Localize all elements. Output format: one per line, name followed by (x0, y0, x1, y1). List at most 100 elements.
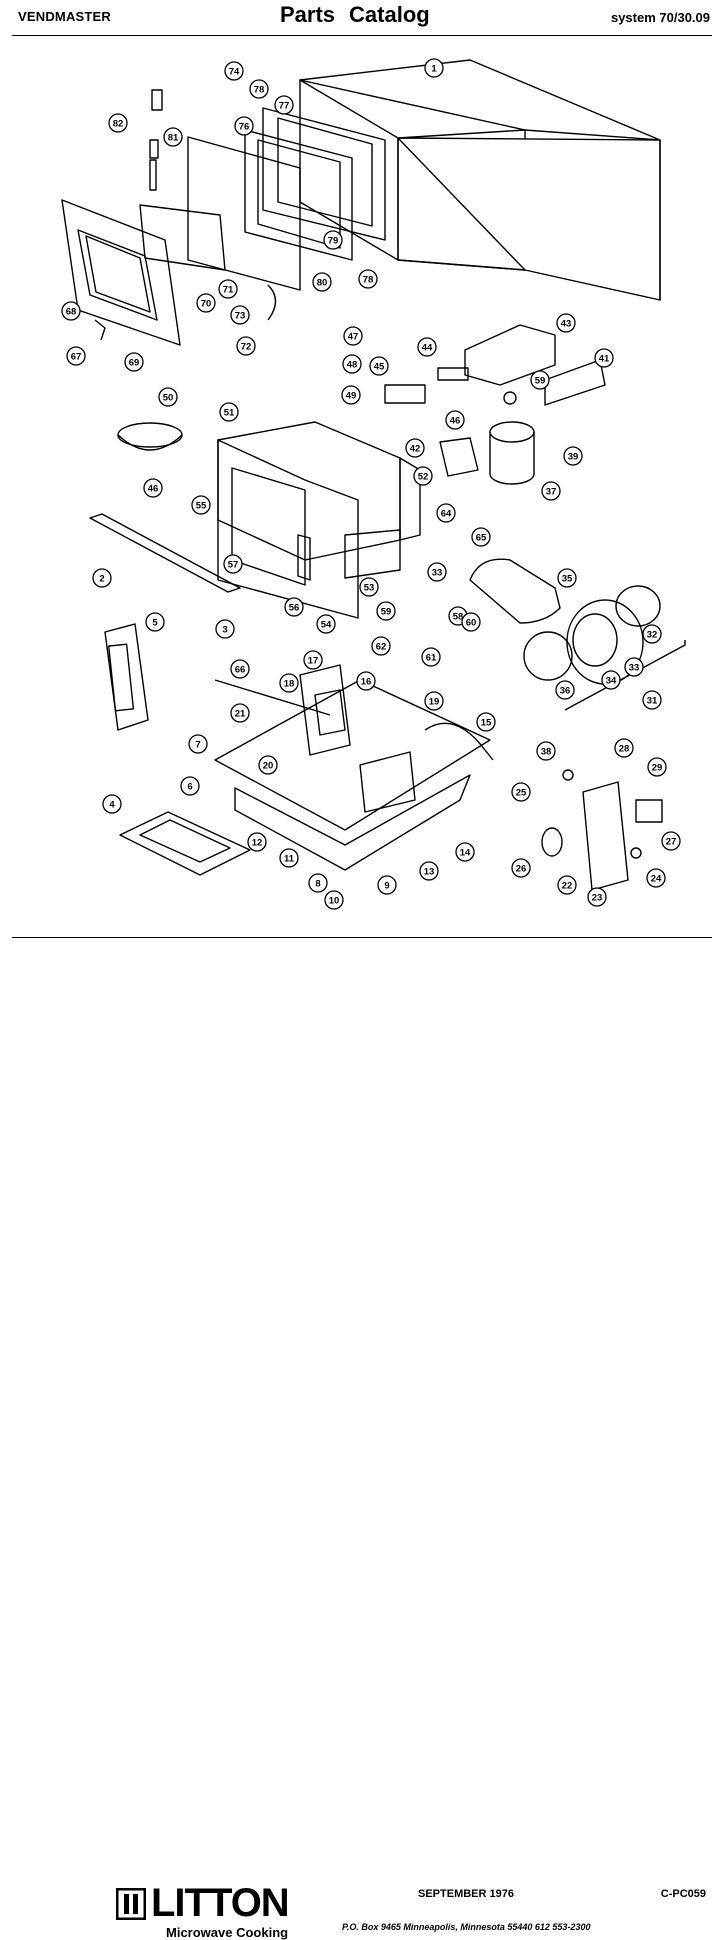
callout-number: 44 (422, 343, 433, 354)
callout-number: 25 (516, 788, 527, 799)
callout-68: 68 (61, 301, 81, 321)
callout-53: 53 (359, 577, 379, 597)
callout-circle (230, 305, 250, 325)
callout-circle (341, 385, 361, 405)
footer-rule (12, 937, 712, 938)
callout-number: 11 (284, 854, 295, 865)
callout-circle (421, 647, 441, 667)
blower-assembly-drawing (469, 558, 686, 711)
callout-38: 38 (536, 741, 556, 761)
callout-number: 21 (235, 709, 246, 720)
callout-42: 42 (405, 438, 425, 458)
callout-number: 55 (196, 501, 207, 512)
callout-circle (258, 755, 278, 775)
callout-43: 43 (556, 313, 576, 333)
title-word-catalog: Catalog (349, 2, 430, 27)
logo-wordmark: LITTON (151, 1881, 290, 1925)
title-word-parts: Parts (280, 2, 336, 27)
callout-25: 25 (511, 782, 531, 802)
callout-number: 51 (224, 408, 235, 419)
callout-circle (614, 738, 634, 758)
callout-circle (92, 568, 112, 588)
callout-circle (224, 61, 244, 81)
callout-number: 39 (568, 452, 579, 463)
callout-number: 67 (71, 352, 82, 363)
control-panel-drawing (104, 623, 149, 731)
callout-number: 82 (113, 119, 124, 130)
callout-11: 11 (279, 848, 299, 868)
callout-number: 4 (109, 800, 115, 811)
callout-circle (661, 831, 681, 851)
callout-circle (316, 614, 336, 634)
callout-number: 50 (163, 393, 174, 404)
callout-circle (587, 887, 607, 907)
callout-circle (303, 650, 323, 670)
callout-22: 22 (557, 875, 577, 895)
callout-73: 73 (230, 305, 250, 325)
callout-circle (511, 782, 531, 802)
callout-number: 5 (152, 618, 158, 629)
callout-circle (188, 734, 208, 754)
callout-circle (436, 503, 456, 523)
callout-number: 42 (410, 444, 421, 455)
callout-number: 17 (308, 656, 319, 667)
callout-number: 77 (279, 101, 290, 112)
callout-number: 16 (361, 677, 372, 688)
callout-number: 76 (239, 122, 250, 133)
callout-71: 71 (218, 279, 238, 299)
callout-circle (284, 597, 304, 617)
blower-motor-drawing (439, 421, 535, 485)
callout-number: 66 (235, 665, 246, 676)
callout-number: 8 (315, 879, 320, 890)
callout-31: 31 (642, 690, 662, 710)
callout-24: 24 (646, 868, 666, 888)
callout-number: 19 (429, 697, 440, 708)
callout-15: 15 (476, 712, 496, 732)
callout-47: 47 (343, 326, 363, 346)
callout-number: 62 (376, 642, 387, 653)
callout-number: 43 (561, 319, 572, 330)
callout-number: 65 (476, 533, 487, 544)
callout-5: 5 (145, 612, 165, 632)
system-number: system 70/30.09 (610, 10, 710, 25)
callout-39: 39 (563, 446, 583, 466)
callout-circle (61, 301, 81, 321)
callout-3: 3 (215, 619, 235, 639)
callout-circle (359, 577, 379, 597)
callout-number: 1 (431, 64, 437, 75)
callout-21: 21 (230, 703, 250, 723)
callout-72: 72 (236, 336, 256, 356)
callout-37: 37 (541, 481, 561, 501)
callout-circle (557, 568, 577, 588)
terminal-board-drawing (541, 769, 663, 891)
callout-77: 77 (274, 95, 294, 115)
callout-circle (163, 127, 183, 147)
callout-circle (476, 712, 496, 732)
callout-circle (642, 624, 662, 644)
callout-circle (405, 438, 425, 458)
callout-number: 46 (450, 416, 461, 427)
oven-cavity-drawing (217, 421, 421, 619)
callout-circle (312, 272, 332, 292)
callout-number: 69 (129, 358, 140, 369)
callout-circle (376, 601, 396, 621)
callout-number: 74 (229, 67, 240, 78)
callout-33: 33 (427, 562, 447, 582)
callout-number: 18 (284, 679, 295, 690)
callout-circle (236, 336, 256, 356)
callout-35: 35 (557, 568, 577, 588)
callout-number: 41 (599, 354, 610, 365)
callout-circle (445, 410, 465, 430)
callout-45: 45 (369, 356, 389, 376)
callout-number: 26 (516, 864, 527, 875)
callout-circle (223, 554, 243, 574)
base-chassis-drawing (214, 664, 491, 871)
callout-41: 41 (594, 348, 614, 368)
callout-9: 9 (377, 875, 397, 895)
callout-50: 50 (158, 387, 178, 407)
callout-18: 18 (279, 673, 299, 693)
callout-layer: 1747877768281797880687071737267694347484… (61, 58, 681, 910)
callout-number: 14 (460, 848, 471, 859)
callout-66: 66 (230, 659, 250, 679)
callout-64: 64 (436, 503, 456, 523)
